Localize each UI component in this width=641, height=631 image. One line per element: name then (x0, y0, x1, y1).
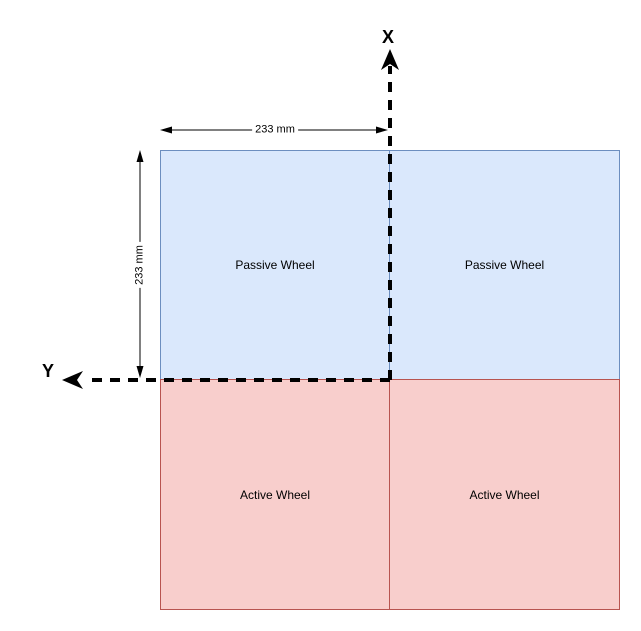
active-wheel-bottom-right-label: Active Wheel (469, 487, 540, 502)
height-dimension-bottom-arrowhead-icon (136, 366, 144, 378)
x-axis-label: X (382, 27, 395, 47)
passive-wheel-top-right: Passive Wheel (389, 150, 620, 380)
passive-wheel-top-left-label: Passive Wheel (235, 258, 315, 272)
active-wheel-bottom-right: Active Wheel (389, 379, 620, 610)
height-dimension-top-arrowhead-icon (136, 150, 144, 162)
passive-wheel-top-left: Passive Wheel (160, 150, 390, 380)
height-dimension-label: 233 mm (133, 242, 147, 288)
passive-wheel-top-right-label: Passive Wheel (464, 258, 545, 272)
active-wheel-bottom-left-label: Active Wheel (239, 487, 311, 502)
width-dimension-right-arrowhead-icon (376, 126, 388, 134)
x-axis-arrowhead-icon (381, 49, 399, 70)
y-axis-arrowhead-icon (62, 371, 83, 389)
width-dimension-left-arrowhead-icon (160, 126, 172, 134)
y-axis-label: Y (42, 361, 55, 381)
width-dimension-label: 233 mm (252, 123, 298, 137)
active-wheel-bottom-left: Active Wheel (160, 379, 390, 610)
